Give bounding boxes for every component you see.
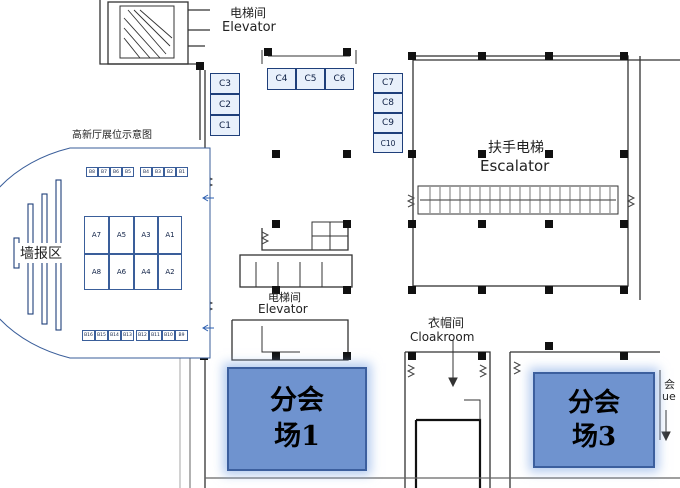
booth-b16[interactable]: B16 [82, 330, 95, 341]
booth-b2[interactable]: B2 [164, 167, 176, 177]
wall-zone-label: 墙报区 [18, 243, 64, 263]
hall-3-line2: 场3 [571, 422, 617, 452]
booth-c8[interactable]: C8 [373, 93, 403, 113]
hall-3-line1: 分会 [567, 388, 620, 418]
booth-a7[interactable]: A7 [84, 216, 109, 254]
elevator-mid-label-cn: 电梯间 [268, 291, 301, 304]
booth-c5[interactable]: C5 [296, 68, 325, 90]
booth-c7[interactable]: C7 [373, 73, 403, 93]
cloakroom-label-en: Cloakroom [410, 330, 475, 344]
elevator-top-label-cn: 电梯间 [230, 6, 267, 20]
right-edge-label-cn: 会 [664, 378, 675, 391]
booth-a4[interactable]: A4 [134, 254, 158, 290]
booth-b11[interactable]: B11 [149, 330, 162, 341]
booth-b12[interactable]: B12 [136, 330, 149, 341]
booth-c9[interactable]: C9 [373, 113, 403, 133]
escalator-label-en: Escalator [480, 157, 550, 175]
escalator-label-cn: 扶手电梯 [488, 140, 544, 156]
booth-c1[interactable]: C1 [210, 115, 240, 136]
booth-a3[interactable]: A3 [134, 216, 158, 254]
booth-c4[interactable]: C4 [267, 68, 296, 90]
breakout-hall-3[interactable]: 分会场3 [533, 372, 655, 468]
booth-b15[interactable]: B15 [95, 330, 108, 341]
booth-b8[interactable]: B8 [86, 167, 98, 177]
center-elevator [239, 254, 353, 288]
booth-c2[interactable]: C2 [210, 94, 240, 115]
booth-b14[interactable]: B14 [108, 330, 121, 341]
booth-b13[interactable]: B13 [121, 330, 134, 341]
booth-a5[interactable]: A5 [109, 216, 134, 254]
escalator-room [412, 55, 629, 287]
cloakroom-label-cn: 衣帽间 [428, 316, 465, 330]
right-edge-label-en: ue [662, 390, 676, 403]
booth-b3[interactable]: B3 [152, 167, 164, 177]
booth-a8[interactable]: A8 [84, 254, 109, 290]
breakout-hall-1[interactable]: 分会场1 [227, 367, 367, 471]
hall-1-line1: 分会 [270, 385, 324, 416]
booth-c6[interactable]: C6 [325, 68, 354, 90]
booth-b9[interactable]: B9 [175, 330, 188, 341]
elevator-top-label-en: Elevator [222, 20, 276, 35]
booth-b10[interactable]: B10 [162, 330, 175, 341]
booth-b7[interactable]: B7 [98, 167, 110, 177]
booth-a2[interactable]: A2 [158, 254, 182, 290]
hall-1-line2: 场1 [274, 421, 320, 452]
elevator-mid-label-en: Elevator [258, 302, 308, 316]
booth-b5[interactable]: B5 [122, 167, 134, 177]
booth-b4[interactable]: B4 [140, 167, 152, 177]
booth-b1[interactable]: B1 [176, 167, 188, 177]
booth-c10[interactable]: C10 [373, 133, 403, 153]
booth-b6[interactable]: B6 [110, 167, 122, 177]
booth-a6[interactable]: A6 [109, 254, 134, 290]
booth-c3[interactable]: C3 [210, 73, 240, 94]
hall-title: 高新厅展位示意图 [72, 130, 152, 141]
booth-a1[interactable]: A1 [158, 216, 182, 254]
